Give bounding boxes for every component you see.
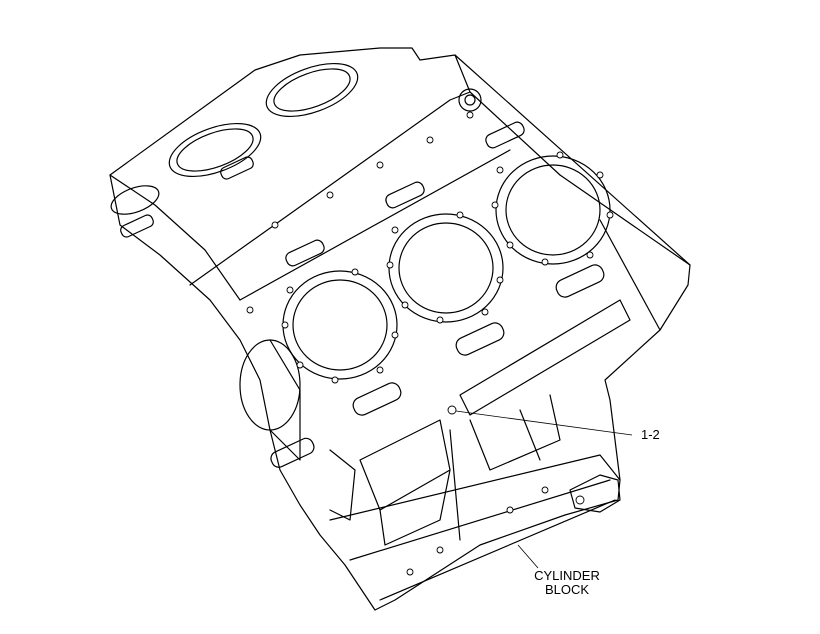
callout-leader (447, 405, 633, 436)
plug-boss (458, 88, 482, 112)
part-label: CYLINDER BLOCK (527, 569, 607, 597)
far-bank-bores (110, 63, 359, 215)
part-label-line1: CYLINDER (534, 568, 600, 583)
part-label-line2: BLOCK (544, 582, 590, 597)
lifter-slots (120, 121, 605, 468)
block-outline (109, 47, 691, 611)
bolt-holes (246, 111, 614, 384)
callout-label: 1-2 (641, 427, 660, 442)
block-leader (517, 544, 539, 569)
